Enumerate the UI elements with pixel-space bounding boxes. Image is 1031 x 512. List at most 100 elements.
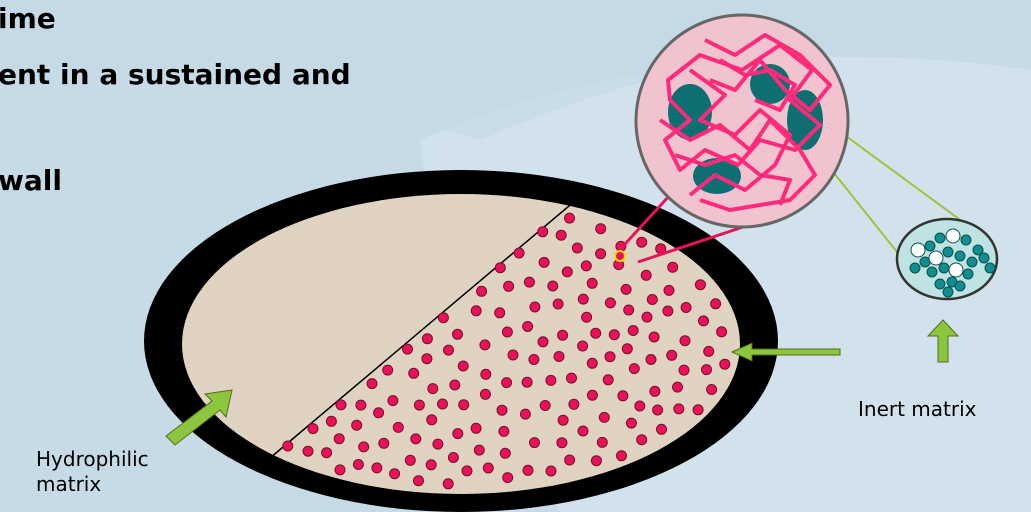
drug-particle [704,346,714,356]
drug-particle [679,365,689,375]
drug-particle [621,284,631,294]
drug-particle [582,312,592,322]
drug-particle [548,281,558,291]
drug-particle [646,355,656,365]
drug-particle [587,390,597,400]
inert-matrix-label: Inert matrix [858,397,977,422]
inert-particle [943,247,953,257]
inert-particle [967,257,977,267]
drug-particle [359,442,369,452]
drug-particle [514,248,524,258]
drug-particle [372,463,382,473]
drug-particle [529,355,539,365]
drug-particle [578,341,588,351]
drug-particle [448,453,458,463]
drug-particle [326,416,336,426]
drug-particle [495,263,505,273]
drug-particle [581,261,591,271]
drug-particle [438,313,448,323]
drug-particle [411,434,421,444]
drug-particle [538,227,548,237]
polymer-zoom-circle [636,15,848,227]
green-arrow-up [928,320,958,362]
inert-particle [961,235,971,245]
drug-particle [673,382,683,392]
drug-particle [352,420,362,430]
drug-particle [663,306,673,316]
drug-particle [657,424,667,434]
drug-particle [668,262,678,272]
drug-particle [480,340,490,350]
drug-particle [374,408,384,418]
drug-particle [711,299,721,309]
drug-particle [523,465,533,475]
inert-particle [943,287,953,297]
inert-particle [985,263,995,273]
drug-particle [538,337,548,347]
drug-particle [523,322,533,332]
drug-particle [603,375,613,385]
drug-particle [649,332,659,342]
drug-particle [414,400,424,410]
drug-particle [572,243,582,253]
drug-particle [578,426,588,436]
drug-particle [388,396,398,406]
drug-particle [502,327,512,337]
drug-particle [609,330,619,340]
hydrophilic-label-line-1: Hydrophilic [36,447,149,472]
inert-particle [939,263,949,273]
drug-particle [453,329,463,339]
drug-particle [444,345,454,355]
drug-particle [367,379,377,389]
drug-particle [695,280,705,290]
inert-particle [910,263,920,273]
drug-particle [587,278,597,288]
drug-particle [383,365,393,375]
drug-particle [504,281,514,291]
inert-pore [911,243,925,257]
drug-particle [565,455,575,465]
drug-particle [508,350,518,360]
drug-particle [283,441,293,451]
drug-particle [605,298,615,308]
inert-particle [963,269,973,279]
inert-particle [955,281,965,291]
drug-particle [554,352,564,362]
drug-particle [693,405,703,415]
drug-particle [393,422,403,432]
drug-particle [483,463,493,473]
drug-particle [422,354,432,364]
inert-particle [925,241,935,251]
drug-particle [379,438,389,448]
drug-particle [409,368,419,378]
drug-particle [605,352,615,362]
hydrophilic-label-line-2: matrix [36,472,149,497]
drug-particle [556,230,566,240]
drug-particle [637,435,647,445]
inert-particle [935,279,945,289]
drug-particle [322,448,332,458]
drug-particle [499,426,509,436]
drug-particle [426,460,436,470]
drug-particle [546,466,556,476]
drug-particle [503,473,513,483]
drug-particle [641,270,651,280]
drug-particle [647,295,657,305]
drug-particle [438,399,448,409]
drug-particle [591,456,601,466]
drug-particle [674,404,684,414]
drug-particle [303,446,313,456]
drug-particle [539,257,549,267]
tablet-texture [182,194,740,494]
inert-pore [929,251,943,265]
drug-particle [629,364,639,374]
drug-particle [497,405,507,415]
highlighted-particle [615,251,625,261]
drug-particle [336,400,346,410]
drug-particle [707,385,717,395]
drug-particle [680,336,690,346]
tablet [144,170,778,512]
drug-particle [481,369,491,379]
drug-particle [553,299,563,309]
drug-particle [624,305,634,315]
